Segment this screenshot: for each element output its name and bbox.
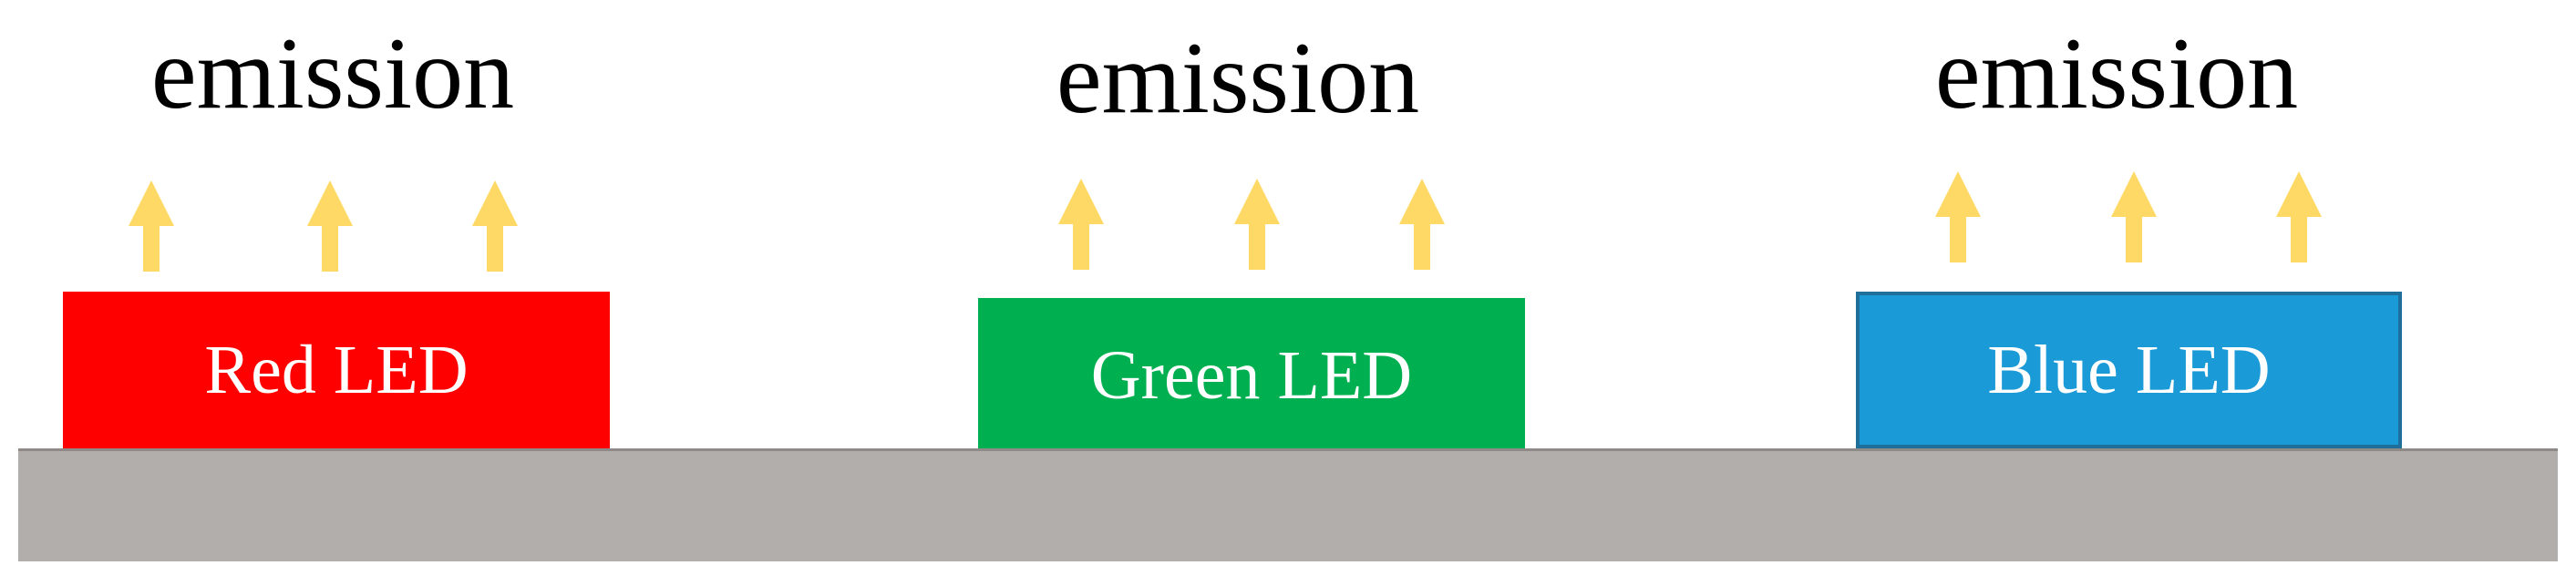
up-arrow-icon — [2276, 171, 2322, 262]
up-arrow-icon — [307, 180, 353, 272]
green-led-label: Green LED — [1090, 336, 1413, 414]
blue-led-block: Blue LED — [1856, 292, 2402, 448]
green-led-block: Green LED — [978, 298, 1525, 453]
arrow-shape — [2111, 171, 2157, 262]
arrow-shape — [307, 180, 353, 272]
up-arrow-icon — [2111, 171, 2157, 262]
arrow-shape — [1935, 171, 1981, 262]
arrow-shape — [2276, 171, 2322, 262]
up-arrow-icon — [1935, 171, 1981, 262]
arrow-shape — [1234, 179, 1280, 270]
emission-label-red: emission — [150, 17, 515, 130]
up-arrow-icon — [129, 180, 174, 272]
emission-label-green: emission — [1056, 22, 1420, 135]
arrow-shape — [1399, 179, 1445, 270]
up-arrow-icon — [1234, 179, 1280, 270]
up-arrow-icon — [472, 180, 518, 272]
substrate — [18, 448, 2558, 561]
red-led-label: Red LED — [204, 331, 469, 408]
up-arrow-icon — [1058, 179, 1104, 270]
blue-led-label: Blue LED — [1987, 331, 2271, 408]
up-arrow-icon — [1399, 179, 1445, 270]
red-led-block: Red LED — [63, 292, 610, 448]
emission-label-blue: emission — [1934, 17, 2299, 130]
arrow-shape — [1058, 179, 1104, 270]
arrow-shape — [129, 180, 174, 272]
arrow-shape — [472, 180, 518, 272]
